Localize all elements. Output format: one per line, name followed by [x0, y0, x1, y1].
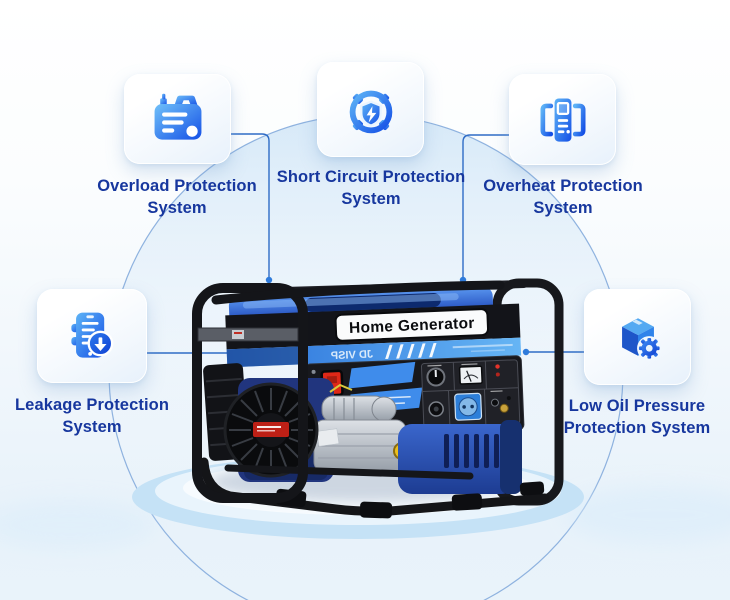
label-overload-line2: System: [147, 198, 207, 217]
label-overload-line1: Overload Protection: [97, 177, 257, 195]
label-overload: Overload Protection System: [82, 176, 272, 220]
card-overload: [124, 74, 231, 164]
tablet-download-icon: [71, 312, 114, 358]
label-leakage-line1: Leakage Protection: [14, 396, 169, 414]
engine-sticker: [253, 422, 289, 437]
card-low-oil: [584, 289, 691, 385]
label-low-oil: Low Oil Pressure Protection System: [532, 396, 730, 440]
label-overheat-line2: System: [533, 198, 593, 217]
roll-cage-front: [192, 280, 505, 503]
inverter-panel-icon: [540, 97, 585, 142]
card-short-circuit: [317, 62, 424, 157]
stripe-slashes: [385, 342, 437, 360]
control-panel: [420, 359, 521, 428]
label-leakage: Leakage Protection System: [2, 395, 182, 439]
label-leakage-line2: System: [62, 417, 122, 436]
label-short-circuit-line1: Short Circuit Protection: [276, 168, 466, 186]
stripe-brand-text: JD VISP: [331, 349, 374, 363]
label-overheat: Overheat Protection System: [468, 176, 658, 220]
label-overheat-line1: Overheat Protection: [483, 177, 643, 195]
shield-lightning-icon: [349, 90, 392, 133]
alternator: [398, 420, 522, 494]
connector-overload: [231, 133, 270, 277]
indicator-led: [495, 364, 500, 369]
label-short-circuit-line2: System: [341, 189, 401, 208]
card-leakage: [37, 289, 147, 383]
card-overheat: [509, 74, 616, 165]
label-short-circuit: Short Circuit Protection System: [266, 167, 476, 211]
nameplate-text: Home Generator: [349, 315, 475, 337]
connector-overheat: [462, 134, 509, 277]
generator-illustration: Home Generator JD VISP: [192, 278, 564, 519]
label-low-oil-line2: Protection System: [563, 418, 711, 437]
nameplate: [334, 308, 490, 342]
engine-assembly: [203, 363, 522, 494]
box-gear-icon: [621, 318, 661, 361]
label-low-oil-line1: Low Oil Pressure: [568, 397, 706, 415]
air-filter: [223, 382, 319, 478]
generator-icon: [154, 93, 201, 140]
